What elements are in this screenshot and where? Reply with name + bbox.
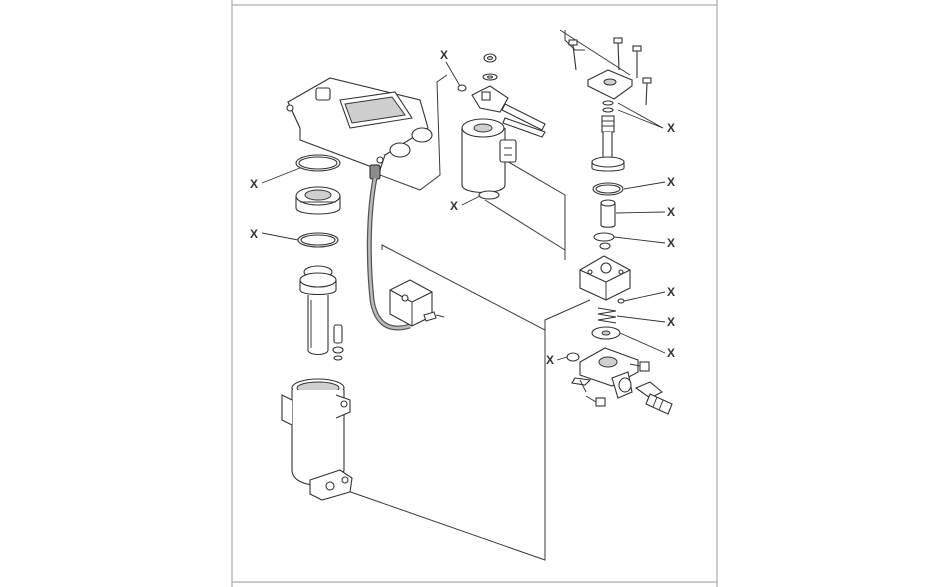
drain-screws xyxy=(585,361,650,407)
valve-o-ring xyxy=(592,182,624,196)
diaphragm xyxy=(591,326,621,340)
plunger xyxy=(600,199,616,228)
control-unit xyxy=(286,77,433,180)
drain-valve-base xyxy=(566,347,639,399)
filter-housing xyxy=(281,378,353,501)
callout-label: X xyxy=(667,205,675,219)
hose-fitting xyxy=(634,381,673,415)
armature-tube xyxy=(591,115,625,172)
coil-o-ring xyxy=(478,190,500,200)
frame xyxy=(231,0,718,587)
stem-tube xyxy=(299,265,337,356)
callout-label: X xyxy=(250,227,258,241)
solenoid-coil xyxy=(461,118,517,194)
callout-label: X xyxy=(250,177,258,191)
filter-cap xyxy=(295,186,341,215)
plug-connector xyxy=(389,279,445,327)
callout-label: X xyxy=(667,175,675,189)
nut-and-washers xyxy=(482,53,498,81)
callout-label: X xyxy=(546,353,554,367)
assembly-guide-lines xyxy=(344,29,631,561)
valve-body xyxy=(579,255,631,304)
cable xyxy=(366,177,411,331)
valve-cover xyxy=(586,69,634,113)
valve-spring xyxy=(597,307,617,324)
coil-connector-plug xyxy=(457,84,546,138)
callout-label: X xyxy=(667,346,675,360)
callout-label: X xyxy=(450,199,458,213)
cover-screws xyxy=(568,37,652,106)
callout-labels: X X X X X X X X X X X X X xyxy=(250,48,675,367)
callout-label: X xyxy=(667,285,675,299)
spring-and-seal xyxy=(593,232,615,250)
callout-leaders xyxy=(261,61,666,361)
callout-label: X xyxy=(667,121,675,135)
callout-label: X xyxy=(440,48,448,62)
small-valve-pin xyxy=(332,324,344,361)
upper-o-ring xyxy=(295,154,341,172)
callout-label: X xyxy=(667,315,675,329)
callout-label: X xyxy=(667,236,675,250)
lower-o-ring xyxy=(297,232,339,248)
